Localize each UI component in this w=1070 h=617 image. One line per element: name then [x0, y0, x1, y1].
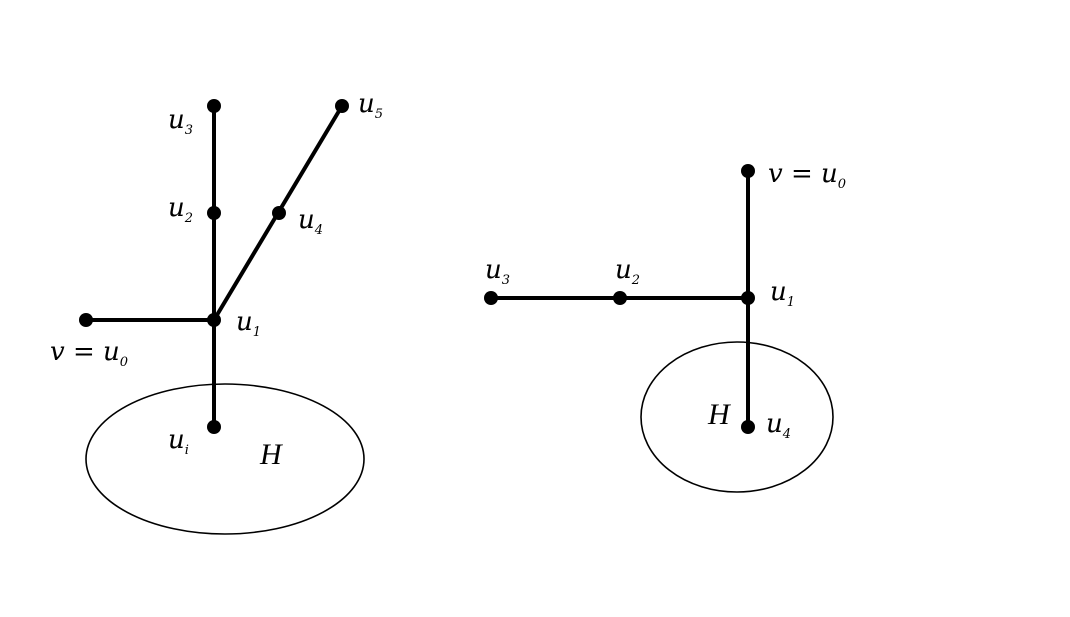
label-u5: u5 [358, 89, 383, 122]
left-graph: v = u0 u1 u2 u3 u4 u5 ui H [50, 89, 383, 535]
vertex-u2 [613, 291, 627, 305]
label-u3: u3 [485, 255, 510, 288]
label-u3: u3 [168, 105, 193, 138]
label-u1: u1 [236, 307, 261, 340]
vertex-u1 [741, 291, 755, 305]
vertex-u3 [207, 99, 221, 113]
vertex-u2 [207, 206, 221, 220]
vertex-u4 [741, 420, 755, 434]
label-u2: u2 [168, 193, 193, 226]
label-ui: ui [168, 425, 189, 458]
vertex-u4 [272, 206, 286, 220]
label-u0: v = u0 [768, 159, 846, 192]
vertex-u0 [741, 164, 755, 178]
label-u2: u2 [615, 255, 640, 288]
label-u4: u4 [298, 205, 323, 238]
label-u4: u4 [766, 409, 791, 442]
left-subgraph-H-region [85, 383, 365, 535]
vertex-ui [207, 420, 221, 434]
vertex-u0 [79, 313, 93, 327]
label-u0: v = u0 [50, 337, 128, 370]
right-subgraph-H-region [640, 341, 834, 493]
vertex-u3 [484, 291, 498, 305]
label-H-left: H [259, 438, 284, 471]
label-u1: u1 [770, 277, 795, 310]
vertex-u5 [335, 99, 349, 113]
right-graph: v = u0 u1 u2 u3 u4 H [484, 159, 846, 493]
vertex-u1 [207, 313, 221, 327]
label-H-right: H [707, 398, 732, 431]
